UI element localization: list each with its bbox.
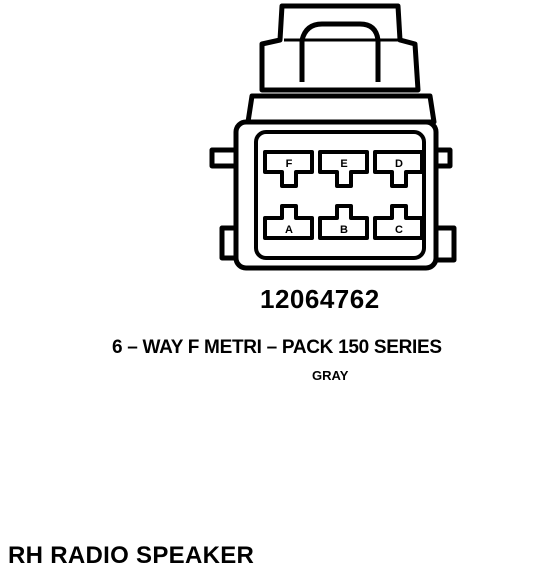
- cavity-label-B: B: [340, 224, 348, 236]
- cavity-C: [373, 204, 424, 240]
- cavity-label-E: E: [340, 158, 347, 170]
- right-foot: [433, 225, 457, 263]
- cavity-F: [263, 150, 314, 188]
- cavity-D: [373, 150, 424, 188]
- cavity-label-C: C: [395, 224, 403, 236]
- latch-inner: [299, 21, 381, 82]
- cavity-label-F: F: [286, 158, 293, 170]
- connector-series: 6 – WAY F METRI – PACK 150 SERIES: [112, 337, 442, 358]
- part-number: 12064762: [260, 284, 380, 314]
- component-name: RH RADIO SPEAKER: [8, 542, 255, 569]
- cavity-B: [318, 204, 369, 240]
- cavity-E: [318, 150, 369, 188]
- latch: [259, 3, 421, 93]
- shoulder: [245, 93, 437, 125]
- connector-diagram: F E D A B C: [209, 3, 457, 271]
- cavity-label-A: A: [285, 224, 293, 236]
- left-wing: [209, 147, 239, 169]
- connector-color: GRAY: [312, 368, 349, 383]
- cavity-A: [263, 204, 314, 240]
- cavity-label-D: D: [395, 158, 403, 170]
